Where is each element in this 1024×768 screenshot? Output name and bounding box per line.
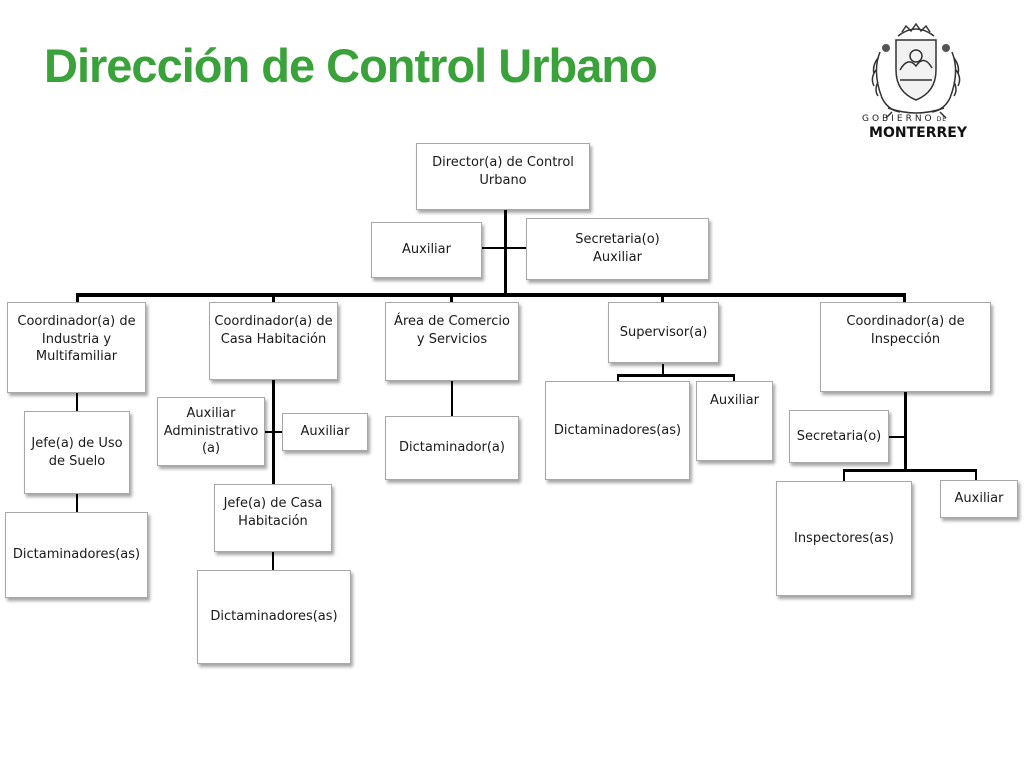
branch-1-head-box: Coordinador(a) de Industria y Multifamil… — [7, 302, 146, 393]
branch-3-chain-1-box: Dictaminador(a) — [385, 416, 519, 480]
connector-b1-chain-2 — [76, 494, 78, 513]
logo-monterrey-text: MONTERREY — [869, 125, 967, 141]
page-title: Dirección de Control Urbano — [44, 39, 658, 92]
connector-drop-1 — [76, 293, 79, 304]
branch-3-head-box: Área de Comercio y Servicios — [385, 302, 519, 381]
connector-b5-trunk — [904, 392, 907, 472]
connector-b1-chain-1 — [76, 392, 78, 412]
director-box: Director(a) de Control Urbano — [416, 143, 590, 210]
branch-4-child-1-box: Dictaminadores(as) — [545, 381, 690, 480]
connector-b5-drop-2 — [975, 469, 977, 481]
connector-b4-bus — [617, 374, 735, 377]
connector-b2-assist-left — [264, 431, 274, 433]
branch-2-assistant-1-box: Auxiliar Administrativo (a) — [157, 397, 265, 466]
staff-auxiliar-box: Auxiliar — [371, 222, 482, 278]
connector-staff-right — [505, 247, 527, 249]
branch-4-head-box: Supervisor(a) — [608, 302, 719, 363]
branch-2-head-box: Coordinador(a) de Casa Habitación — [209, 302, 338, 380]
connector-staff-left — [482, 247, 506, 249]
connector-drop-3 — [450, 293, 453, 304]
branch-1-chain-1-box: Jefe(a) de Uso de Suelo — [24, 411, 130, 494]
connector-drop-2 — [272, 293, 275, 304]
connector-b2-chain — [272, 552, 274, 571]
branch-5-child-2-box: Auxiliar — [940, 480, 1018, 518]
branch-4-child-2-box: Auxiliar — [696, 381, 773, 461]
staff-secretaria-box: Secretaria(o) Auxiliar — [526, 218, 709, 280]
monterrey-seal-icon — [871, 22, 961, 119]
connector-b4-drop-1 — [617, 374, 619, 383]
branch-2-chain-2-box: Dictaminadores(as) — [197, 570, 351, 664]
branch-2-assistant-2-box: Auxiliar — [282, 413, 368, 451]
connector-main-bus — [76, 293, 905, 297]
connector-drop-5 — [903, 293, 906, 304]
branch-5-child-1-box: Inspectores(as) — [776, 481, 912, 596]
connector-b4-drop-2 — [733, 374, 735, 383]
connector-b4-trunk — [662, 364, 664, 375]
connector-b5-drop-1 — [843, 469, 845, 483]
connector-b3-chain — [451, 381, 453, 417]
branch-5-assistant-1-box: Secretaria(o) — [789, 410, 889, 463]
connector-director-trunk — [504, 210, 507, 295]
connector-b5-bus — [843, 469, 977, 472]
branch-5-head-box: Coordinador(a) de Inspección — [820, 302, 991, 392]
connector-b5-assist — [889, 436, 905, 438]
branch-2-chain-1-box: Jefe(a) de Casa Habitación — [214, 484, 332, 552]
branch-1-chain-2-box: Dictaminadores(as) — [5, 512, 148, 598]
connector-drop-4 — [661, 293, 664, 304]
connector-b2-assist-right — [273, 431, 282, 433]
